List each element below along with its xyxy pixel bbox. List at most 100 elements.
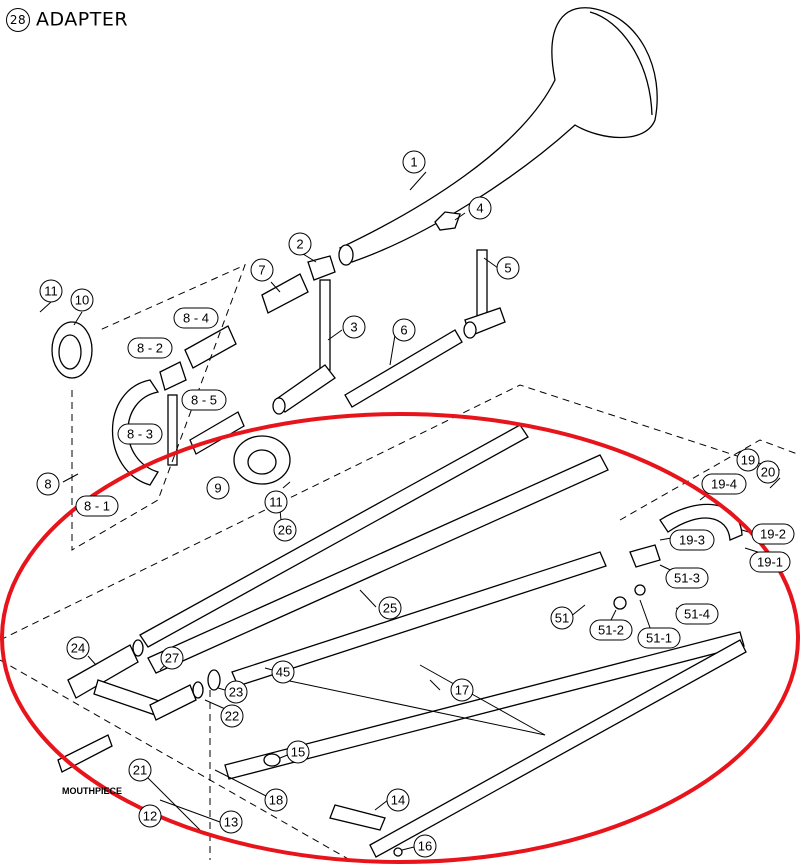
label-8-2: 8 - 2 [127, 337, 173, 359]
label-3: 3 [342, 315, 366, 339]
label-19-1: 19-1 [749, 551, 791, 573]
leader-lines [39, 171, 781, 851]
svg-text:1: 1 [410, 155, 417, 170]
label-11a: 11 [39, 279, 63, 303]
label-20: 20 [756, 460, 780, 484]
label-21: 21 [128, 758, 152, 782]
tube-17b [369, 639, 747, 858]
svg-text:10: 10 [75, 293, 89, 308]
svg-text:9: 9 [214, 481, 221, 496]
label-18: 18 [264, 788, 288, 812]
svg-text:21: 21 [133, 763, 147, 778]
svg-text:11: 11 [269, 495, 283, 510]
part-19-crook [659, 503, 743, 541]
part-8-1-crook [111, 379, 160, 486]
svg-text:22: 22 [225, 709, 239, 724]
label-24: 24 [66, 636, 90, 660]
part-4-cap [434, 211, 461, 231]
svg-text:8 - 2: 8 - 2 [137, 341, 163, 356]
svg-text:5: 5 [504, 261, 511, 276]
svg-text:8 - 3: 8 - 3 [127, 427, 153, 442]
mouthpiece-label: MOUTHPIECE [62, 786, 122, 796]
svg-text:16: 16 [418, 839, 432, 854]
label-6: 6 [392, 318, 416, 342]
label-51: 51 [550, 606, 574, 630]
label-51-3: 51-3 [665, 567, 709, 589]
label-51-1: 51-1 [637, 627, 681, 649]
bell-part [338, 7, 658, 266]
tube-26 [139, 424, 529, 648]
svg-text:15: 15 [291, 745, 305, 760]
part-8-2-tube [159, 361, 187, 391]
receiver-parts [67, 639, 221, 721]
svg-text:17: 17 [455, 683, 469, 698]
highlight-ellipse [0, 412, 800, 864]
svg-text:51-2: 51-2 [598, 623, 624, 638]
svg-text:11: 11 [44, 284, 58, 299]
svg-text:19-1: 19-1 [757, 555, 783, 570]
label-26: 26 [273, 518, 297, 542]
svg-text:19: 19 [741, 453, 755, 468]
title-number: 28 [6, 8, 30, 32]
part-7-tube [261, 273, 309, 314]
part-8-4-tube [184, 325, 237, 369]
diagram-title: 28 ADAPTER [6, 8, 128, 32]
svg-text:26: 26 [278, 523, 292, 538]
svg-text:51-1: 51-1 [646, 631, 672, 646]
svg-text:3: 3 [350, 320, 357, 335]
label-27: 27 [160, 646, 184, 670]
part-labels: 1 2 3 4 5 6 7 8 8 - 1 8 - 2 8 - 3 8 - 4 … [36, 150, 795, 858]
tube-17a [224, 631, 745, 780]
label-13: 13 [219, 810, 243, 834]
label-11b: 11 [264, 490, 288, 514]
dashed-guides [0, 264, 800, 861]
label-25: 25 [378, 596, 402, 620]
svg-text:6: 6 [400, 323, 407, 338]
svg-text:19-3: 19-3 [679, 533, 705, 548]
label-19-3: 19-3 [669, 529, 715, 551]
svg-text:51: 51 [555, 611, 569, 626]
part-15 [263, 753, 281, 767]
svg-text:24: 24 [71, 641, 85, 656]
label-4: 4 [468, 196, 492, 220]
svg-text:20: 20 [761, 465, 775, 480]
mouthpiece-part [57, 734, 113, 773]
label-9: 9 [206, 476, 230, 500]
label-8: 8 [36, 472, 60, 496]
svg-text:8 - 5: 8 - 5 [191, 393, 217, 408]
svg-text:51-4: 51-4 [684, 607, 710, 622]
svg-text:13: 13 [224, 815, 238, 830]
svg-text:4: 4 [476, 201, 483, 216]
part-10-disc [51, 321, 93, 379]
part-14 [329, 804, 386, 831]
part-9-disc [233, 435, 291, 485]
label-2: 2 [288, 232, 312, 256]
svg-text:19-2: 19-2 [760, 527, 786, 542]
label-23: 23 [224, 680, 248, 704]
label-16: 16 [413, 834, 437, 858]
svg-text:27: 27 [165, 651, 179, 666]
part-51-clip [613, 544, 661, 610]
title-text: ADAPTER [36, 8, 129, 31]
label-8-1: 8 - 1 [75, 495, 119, 517]
tube-25 [147, 454, 609, 674]
svg-text:45: 45 [276, 665, 290, 680]
svg-text:8 - 1: 8 - 1 [84, 499, 110, 514]
svg-text:8: 8 [44, 477, 51, 492]
slide-tubes [139, 424, 747, 858]
label-19-2: 19-2 [751, 523, 795, 545]
label-51-2: 51-2 [589, 619, 633, 641]
svg-text:2: 2 [296, 237, 303, 252]
label-10: 10 [70, 288, 94, 312]
svg-text:12: 12 [143, 809, 157, 824]
label-22: 22 [220, 704, 244, 728]
svg-text:8 - 4: 8 - 4 [183, 311, 209, 326]
svg-text:7: 7 [258, 263, 265, 278]
label-8-4: 8 - 4 [173, 307, 219, 329]
label-51-4: 51-4 [675, 603, 719, 625]
label-7: 7 [250, 258, 274, 282]
label-5: 5 [496, 256, 520, 280]
label-8-5: 8 - 5 [181, 389, 227, 411]
label-19: 19 [736, 448, 760, 472]
